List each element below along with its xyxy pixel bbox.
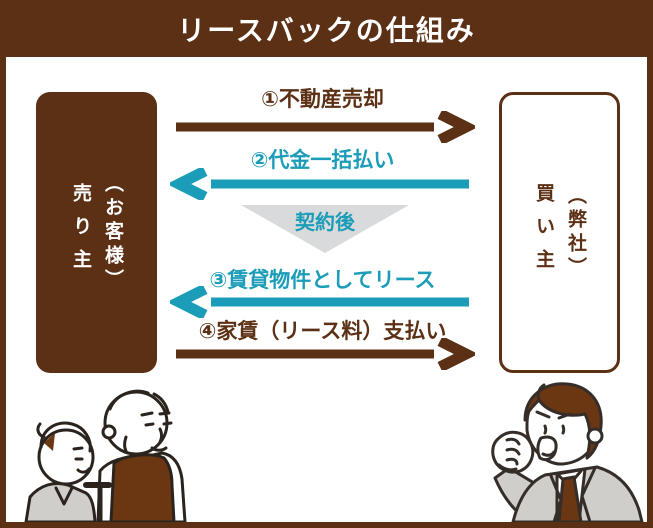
- flow-1-label: ①不動産売却: [261, 88, 384, 111]
- page-border-left: [0, 57, 6, 528]
- flow-3-label: ③賃貸物件としてリース: [209, 269, 436, 292]
- flow-4-label: ④家賃（リース料）支払い: [198, 320, 447, 343]
- flow-1-arrow-right-icon: [176, 111, 475, 143]
- buyer-box-label: （弊社） 買い主: [525, 108, 594, 358]
- title-bar: リースバックの仕組み: [0, 0, 653, 57]
- buyer-annotation: （弊社）: [565, 184, 586, 281]
- contract-banner-label: 契約後: [295, 212, 355, 234]
- elderly-couple-illustration-icon: [24, 389, 187, 522]
- page-border-right: [647, 57, 653, 528]
- flow-3-arrow-left-icon: [170, 286, 469, 318]
- seller-main-label: 売り主: [70, 183, 91, 282]
- flow-2-label: ②代金一括払い: [250, 149, 395, 172]
- buyer-box: （弊社） 買い主: [499, 92, 620, 373]
- page-border-bottom: [0, 522, 653, 528]
- seller-annotation: （お客様）: [102, 172, 123, 293]
- seller-box: （お客様） 売り主: [36, 92, 157, 373]
- contract-banner-triangle-icon: [241, 205, 409, 253]
- page-title: リースバックの仕組み: [177, 14, 476, 46]
- flow-2-arrow-left-icon: [170, 168, 469, 200]
- buyer-main-label: 買い主: [533, 183, 554, 282]
- businessman-illustration-icon: [491, 382, 644, 522]
- flow-4-arrow-right-icon: [176, 338, 475, 370]
- seller-box-label: （お客様） 売り主: [62, 108, 131, 358]
